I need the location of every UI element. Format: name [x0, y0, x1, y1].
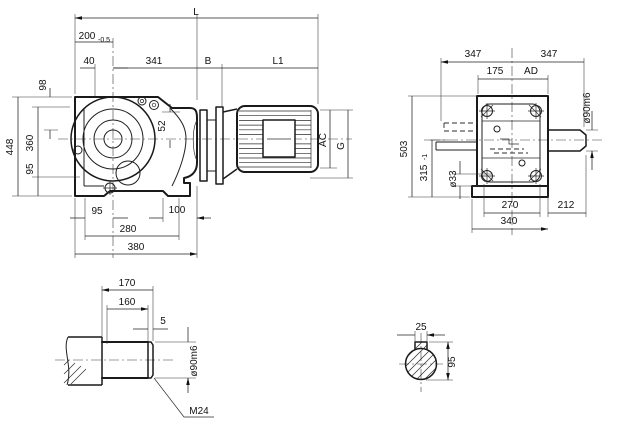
dim-360: 360 — [25, 134, 36, 151]
dim-315-tolerance: -1 — [422, 154, 429, 160]
label-thread-M24: M24 — [189, 406, 209, 417]
dim-448: 448 — [5, 138, 16, 155]
dim-95-left: 95 — [25, 163, 36, 175]
dim-L: L — [193, 7, 199, 18]
dim-dia-90m6: ø90m6 — [189, 345, 200, 377]
dim-347-left: 347 — [465, 49, 482, 60]
dim-52: 52 — [157, 120, 168, 132]
dim-AD: AD — [524, 66, 538, 77]
dim-315: 315 — [419, 164, 430, 181]
dim-212: 212 — [558, 200, 575, 211]
dim-341: 341 — [146, 56, 163, 67]
dim-347-right: 347 — [541, 49, 558, 60]
dim-170: 170 — [119, 278, 136, 289]
dim-98: 98 — [38, 79, 49, 91]
dim-L1: L1 — [272, 56, 284, 67]
dim-95-section: 95 — [447, 356, 458, 368]
dim-B: B — [205, 56, 212, 67]
dim-340: 340 — [501, 216, 518, 227]
dim-5: 5 — [160, 316, 166, 327]
dim-200-tolerance: -0.5 — [98, 37, 110, 44]
flange-bolt-holes — [481, 105, 542, 182]
dim-380: 380 — [128, 242, 145, 253]
shaft-section-view: 25 95 — [397, 322, 458, 392]
dim-200: 200 — [79, 31, 96, 42]
dim-175: 175 — [487, 66, 504, 77]
dim-95-bottom: 95 — [91, 206, 103, 217]
dim-503: 503 — [399, 140, 410, 157]
dim-280: 280 — [120, 224, 137, 235]
dim-40: 40 — [83, 56, 95, 67]
dim-shaft-90m6: ø90m6 — [582, 92, 593, 124]
shaft-detail-view: 170 160 5 ø90m6 M24 — [55, 278, 214, 418]
side-view: L 200 -0.5 40 341 B L1 448 360 95 98 52 … — [5, 7, 353, 258]
front-view: 347 347 175 AD 503 315 -1 ø33 ø90m6 270 … — [399, 48, 602, 235]
dim-hole-33: ø33 — [448, 170, 459, 188]
dim-270: 270 — [502, 200, 519, 211]
dim-100: 100 — [169, 205, 186, 216]
dim-160: 160 — [119, 297, 136, 308]
dim-key-25: 25 — [415, 322, 427, 333]
dim-G: G — [336, 142, 347, 150]
dim-AC: AC — [318, 133, 329, 147]
